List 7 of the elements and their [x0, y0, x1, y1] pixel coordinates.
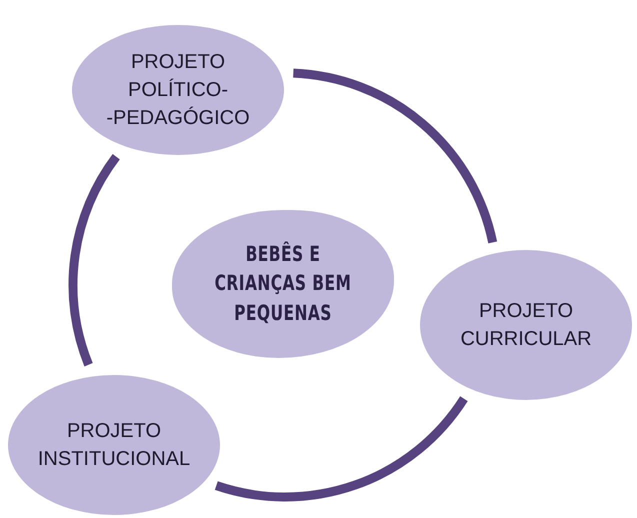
- connector-arc: [68, 154, 120, 366]
- connector-arc: [215, 396, 468, 502]
- node-label: BEBÊS E CRIANÇAS BEM PEQUENAS: [214, 240, 352, 327]
- node-label: PROJETO POLÍTICO- -PEDAGÓGICO: [105, 50, 251, 131]
- node-label: PROJETO INSTITUCIONAL: [36, 419, 192, 472]
- connector-arc: [292, 68, 498, 244]
- node-label: PROJETO CURRICULAR: [459, 299, 593, 352]
